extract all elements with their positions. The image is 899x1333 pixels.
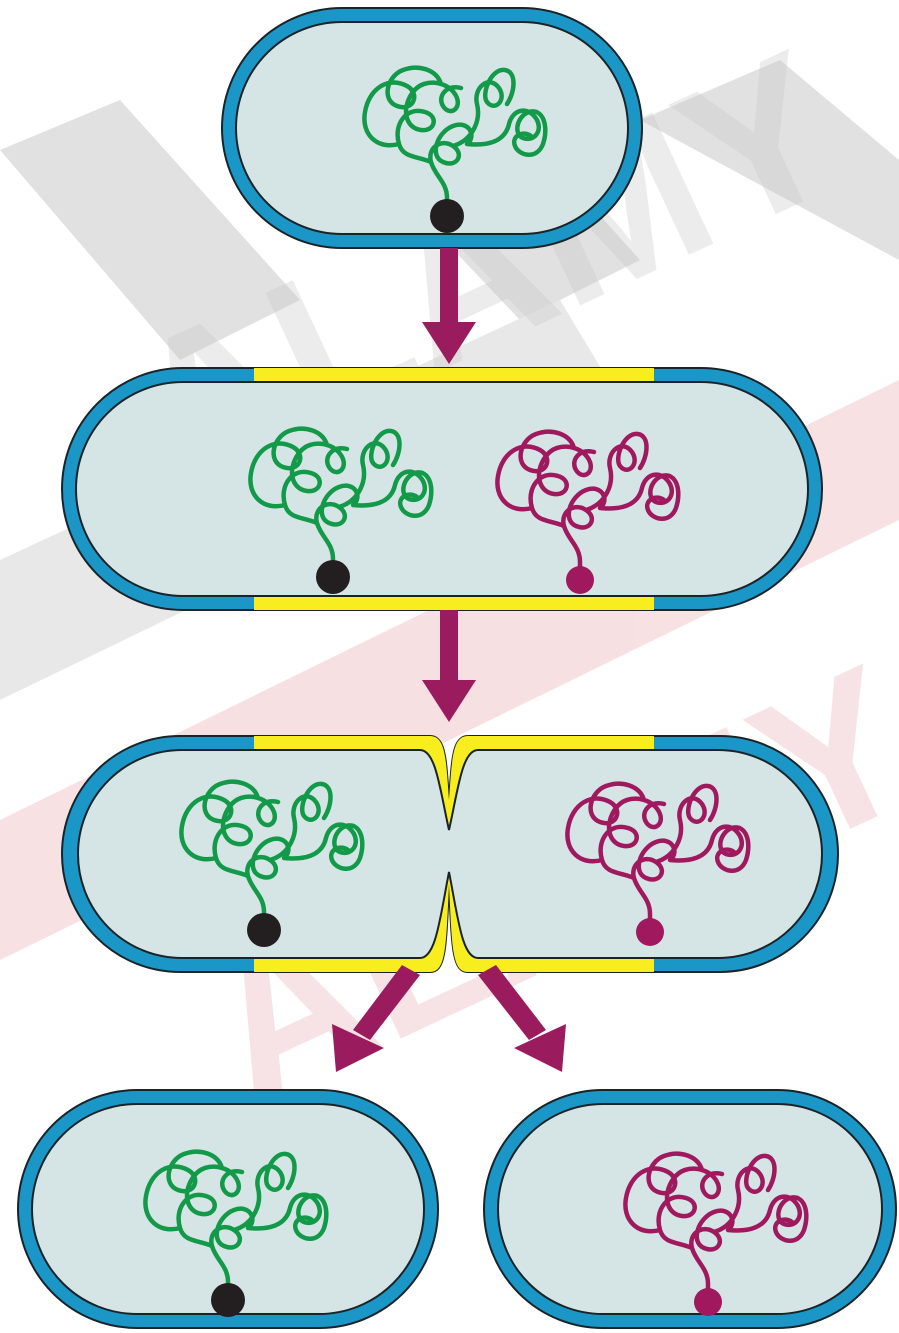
replication-origin-icon <box>566 566 594 594</box>
chromosome-parent <box>364 68 545 233</box>
arrow-down-right-icon <box>478 965 566 1072</box>
chromosome-daughter <box>567 784 748 946</box>
chromosome-parent <box>181 782 362 947</box>
replication-origin-icon <box>430 199 464 233</box>
chromosome-parent <box>145 1152 326 1317</box>
arrow-down-left-icon <box>332 965 420 1072</box>
replication-origin-icon <box>636 918 664 946</box>
stage-single-cell <box>221 7 643 249</box>
stage-two-daughter-cells <box>17 1089 897 1329</box>
stage-constricting-cell <box>61 735 839 973</box>
daughter-cell-right <box>483 1089 897 1329</box>
arrow-down-icon <box>422 248 476 364</box>
chromosome-daughter <box>625 1154 806 1316</box>
cytoplasm <box>497 1103 883 1315</box>
chromosome-daughter <box>497 432 678 594</box>
new-wall <box>254 736 654 832</box>
replication-origin-icon <box>211 1283 245 1317</box>
replication-origin-icon <box>694 1288 722 1316</box>
replication-origin-icon <box>247 913 281 947</box>
new-wall-top <box>254 368 654 382</box>
new-wall <box>254 872 654 972</box>
watermark-stroke <box>0 100 300 360</box>
arrow-down-icon <box>422 610 476 722</box>
new-wall-bottom <box>254 596 654 610</box>
stage-elongated-cell <box>61 367 823 611</box>
daughter-cell-left <box>17 1089 439 1329</box>
cytoplasm <box>75 381 809 597</box>
watermark-stroke <box>640 60 899 260</box>
chromosome-parent <box>250 429 431 594</box>
replication-origin-icon <box>316 560 350 594</box>
